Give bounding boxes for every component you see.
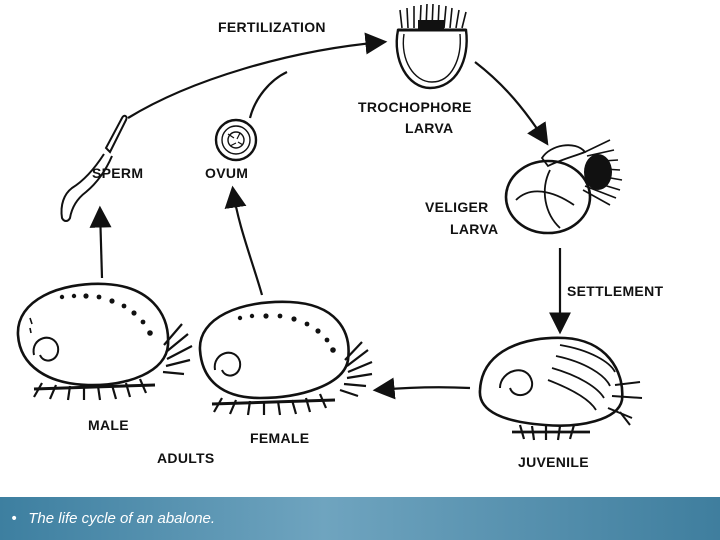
arrow-sperm-to-fertilization [127,32,388,119]
label-juvenile: JUVENILE [518,454,589,470]
arrow-trochophore-to-veliger [474,61,549,146]
juvenile-abalone-drawing [478,336,643,441]
arrow-female-to-ovum [224,185,264,296]
arrow-ovum-to-fertilization [248,71,288,119]
label-adults: ADULTS [157,450,215,466]
label-trochophore: TROCHOPHORE [358,99,472,115]
cycle-arrows [89,32,571,400]
ovum-drawing [214,118,258,162]
label-veliger-larva: LARVA [450,221,498,237]
label-male: MALE [88,417,129,433]
bullet-icon: • [10,510,19,527]
diagram-labels: FERTILIZATION TROCHOPHORE LARVA VELIGER … [88,19,663,470]
arrow-juvenile-to-female [372,377,471,400]
label-settlement: SETTLEMENT [567,283,663,299]
abalone-life-cycle-diagram: FERTILIZATION TROCHOPHORE LARVA VELIGER … [16,3,663,470]
figure-caption: The life cycle of an abalone. [28,510,216,527]
label-sperm: SPERM [92,165,143,181]
female-abalone-drawing [198,300,373,416]
label-fertilization: FERTILIZATION [218,19,326,35]
label-veliger: VELIGER [425,199,489,215]
label-female: FEMALE [250,430,309,446]
arrow-male-to-sperm [89,205,112,279]
trochophore-larva-drawing [395,3,468,90]
sperm-drawing [60,114,128,222]
label-ovum: OVUM [205,165,248,181]
caption-bar: • The life cycle of an abalone. [0,497,720,540]
male-abalone-drawing [16,282,193,401]
veliger-larva-drawing [504,139,623,235]
label-trochophore-larva: LARVA [405,120,453,136]
